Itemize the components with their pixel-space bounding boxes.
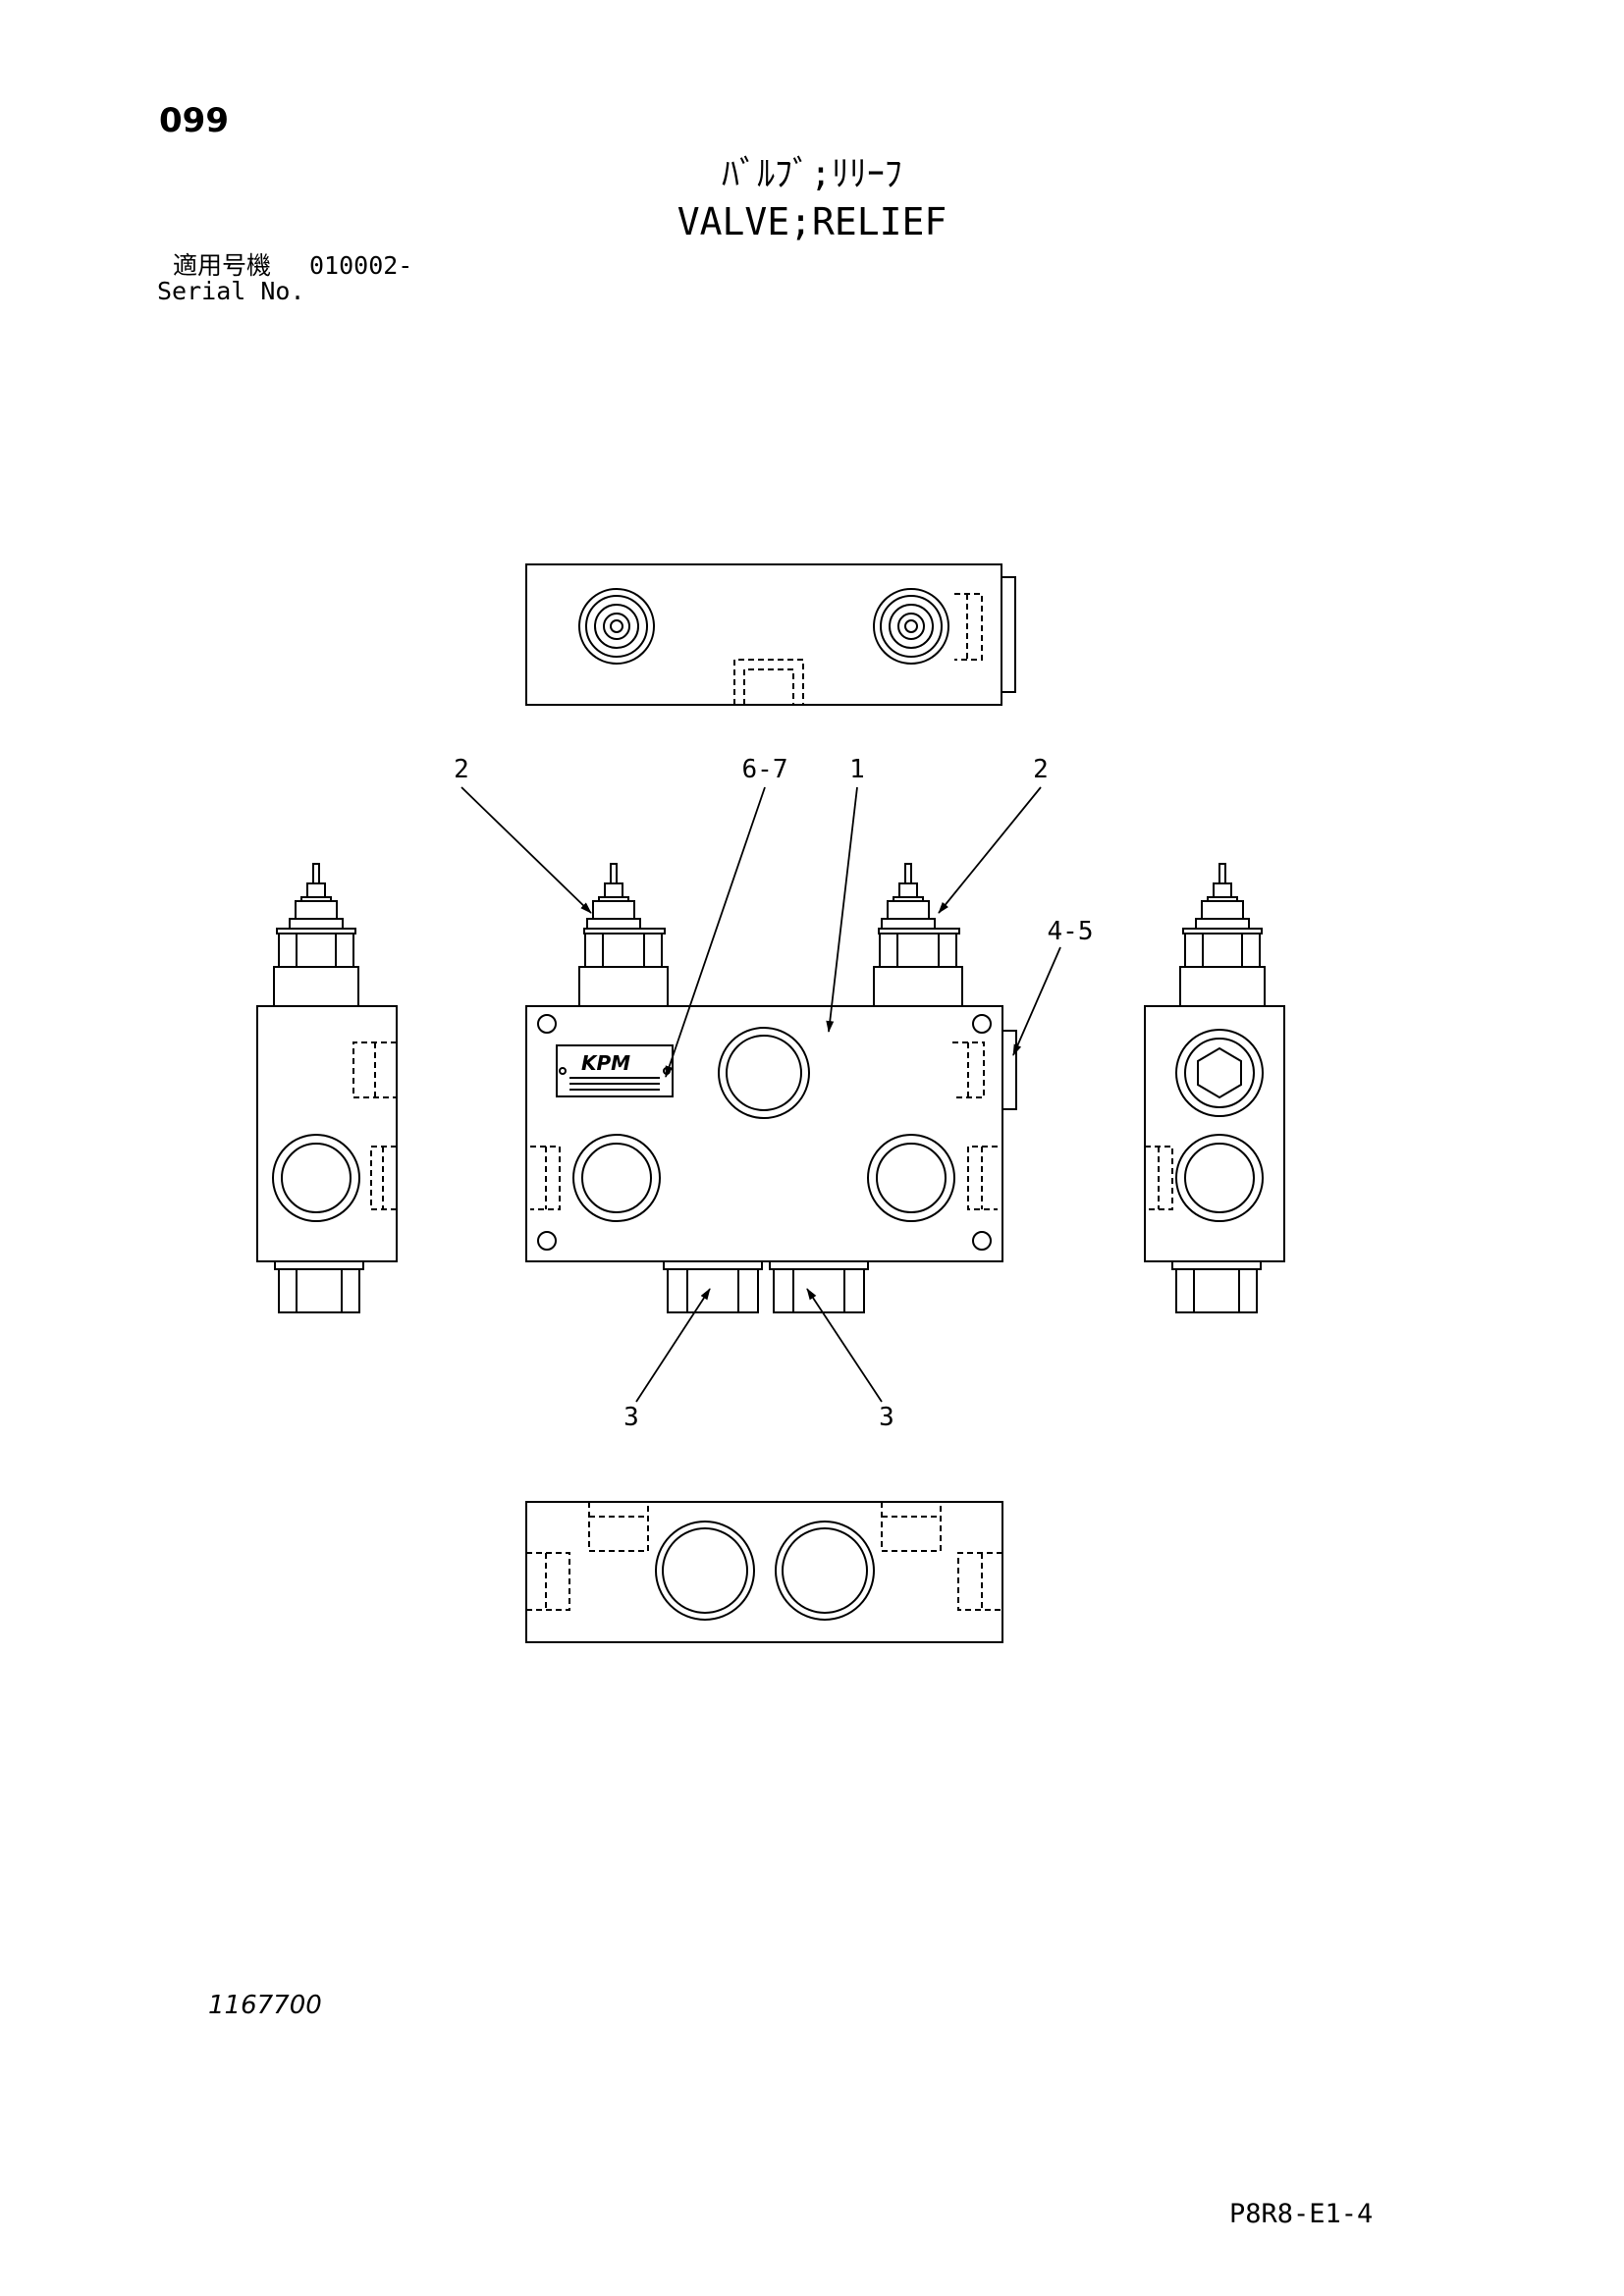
callout-2-right: 2 xyxy=(1033,755,1049,784)
bottom-view xyxy=(525,1501,1003,1643)
title-english: VALVE;RELIEF xyxy=(677,200,947,243)
callout-3-right: 3 xyxy=(879,1403,894,1432)
callout-3-left: 3 xyxy=(623,1403,639,1432)
callout-6-7: 6-7 xyxy=(742,755,788,784)
nameplate: KPM xyxy=(556,1044,674,1097)
cartridge-left xyxy=(578,863,669,1007)
callout-2-left: 2 xyxy=(454,755,469,784)
drawing-number: 1167700 xyxy=(208,1991,322,2020)
bottom-fitting-left xyxy=(663,1260,763,1313)
nameplate-logo: KPM xyxy=(581,1051,630,1075)
leader-lines xyxy=(460,786,1061,1403)
left-side-view xyxy=(256,863,398,1313)
front-view: KPM xyxy=(525,863,1017,1313)
serial-label-english: Serial No. xyxy=(157,277,305,305)
top-port-right xyxy=(873,588,949,665)
cartridge-right xyxy=(873,863,963,1007)
top-view xyxy=(525,563,1016,706)
serial-number-value: 010002- xyxy=(309,251,413,280)
callout-4-5: 4-5 xyxy=(1048,917,1094,946)
sheet-code: P8R8-E1-4 xyxy=(1229,2199,1374,2229)
title-japanese: ﾊﾞﾙﾌﾞ;ﾘﾘｰﾌ xyxy=(722,154,902,194)
callout-1: 1 xyxy=(849,755,865,784)
right-side-view xyxy=(1144,863,1285,1313)
top-port-left xyxy=(578,588,655,665)
serial-label-japanese: 適用号機 xyxy=(173,251,272,280)
bottom-fitting-right xyxy=(769,1260,869,1313)
page-number: 099 xyxy=(159,101,229,140)
